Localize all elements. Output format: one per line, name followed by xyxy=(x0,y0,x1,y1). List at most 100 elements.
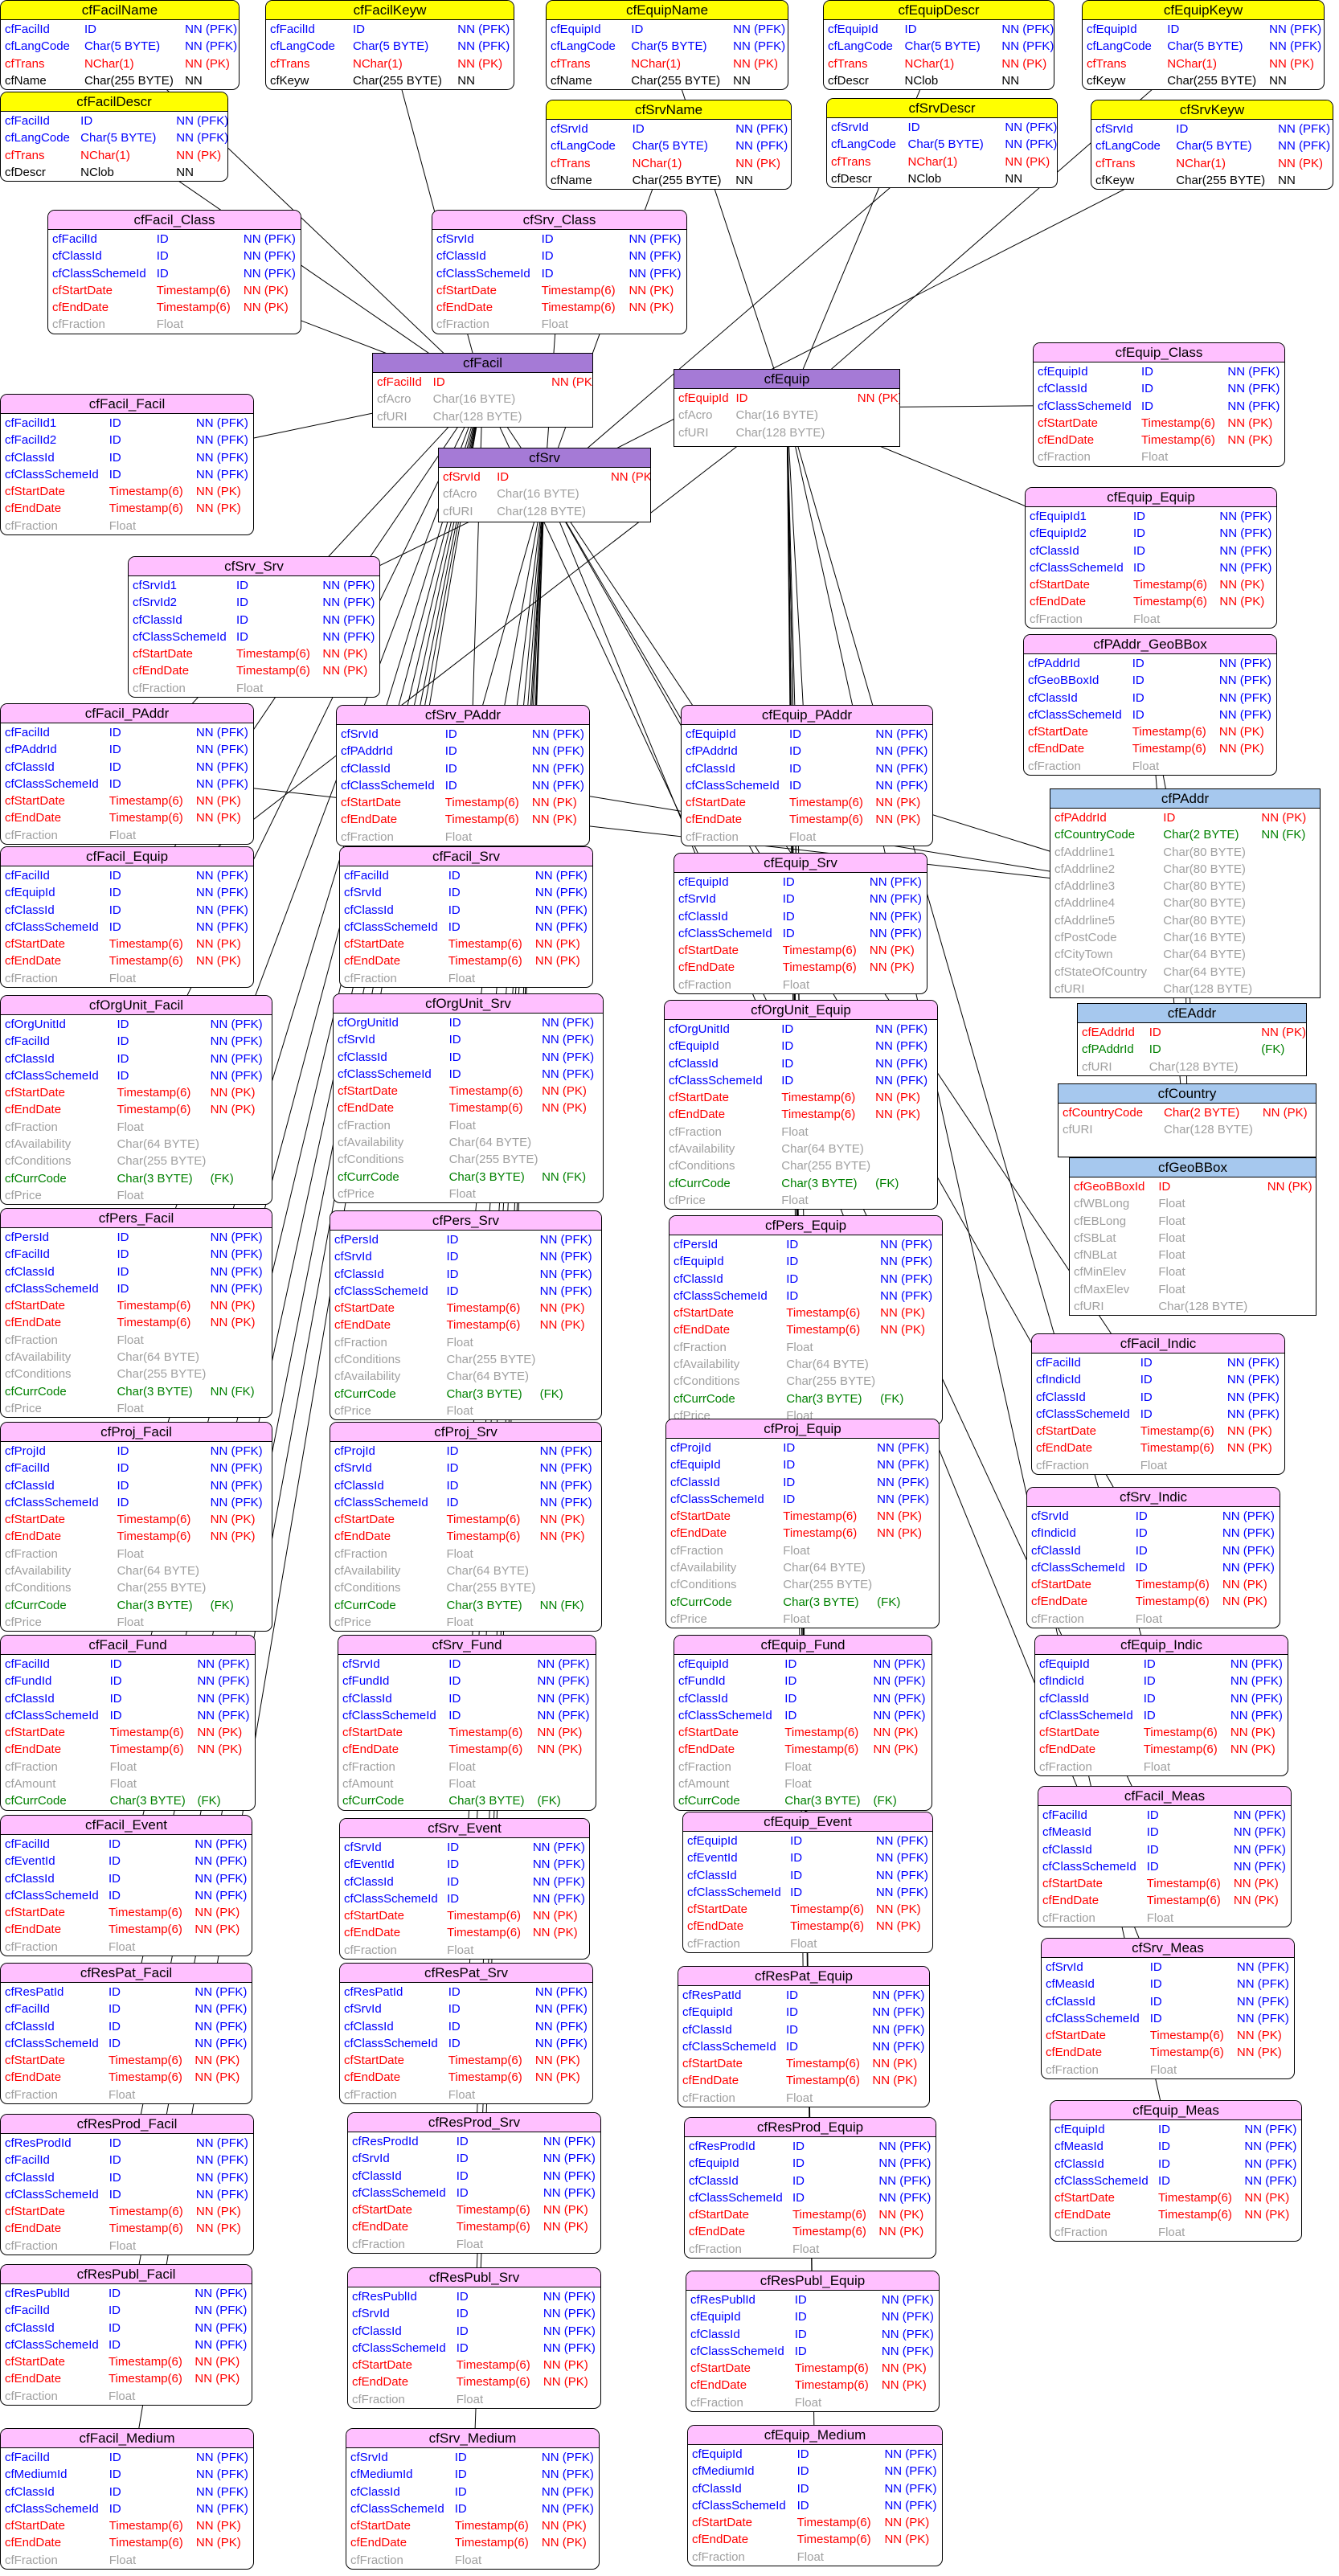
attribute-constraint: NN (PFK) xyxy=(210,1478,263,1493)
attribute-name: cfClassSchemeId xyxy=(1042,1859,1136,1874)
attribute-type: ID xyxy=(108,1837,121,1851)
attribute-type: Char(16 BYTE) xyxy=(432,392,516,407)
attribute-constraint: NN (PFK) xyxy=(195,2153,248,2168)
attribute-name: cfClassId xyxy=(5,1264,55,1279)
attribute-constraint: NN (PFK) xyxy=(1236,1994,1289,2009)
attribute-name: cfMeasId xyxy=(1054,2140,1104,2154)
attribute-type: ID xyxy=(1140,1373,1153,1387)
attribute-type: Float xyxy=(448,971,476,985)
attribute-constraint: NN (PFK) xyxy=(1269,39,1322,54)
attribute-type: Char(5 BYTE) xyxy=(1176,139,1252,154)
attribute-name: cfStartDate xyxy=(5,2355,66,2369)
attribute-type: ID xyxy=(1132,510,1145,523)
attribute-constraint: NN (PFK) xyxy=(539,1284,592,1298)
attribute-type: Char(64 BYTE) xyxy=(117,1137,199,1152)
entity-title: cfEquipName xyxy=(547,1,788,20)
attribute-type: Timestamp(6) xyxy=(109,1726,184,1740)
attribute-type: ID xyxy=(1149,1960,1162,1974)
attribute-name: cfFraction xyxy=(1036,1458,1089,1472)
attribute-name: cfTrans xyxy=(551,156,591,170)
attribute-name: cfClassSchemeId xyxy=(678,1708,772,1722)
attribute-type: ID xyxy=(448,2002,461,2017)
attribute-type: Timestamp(6) xyxy=(108,2054,182,2068)
attribute-constraint xyxy=(197,1775,255,1792)
attribute-type: ID xyxy=(786,1238,799,1251)
